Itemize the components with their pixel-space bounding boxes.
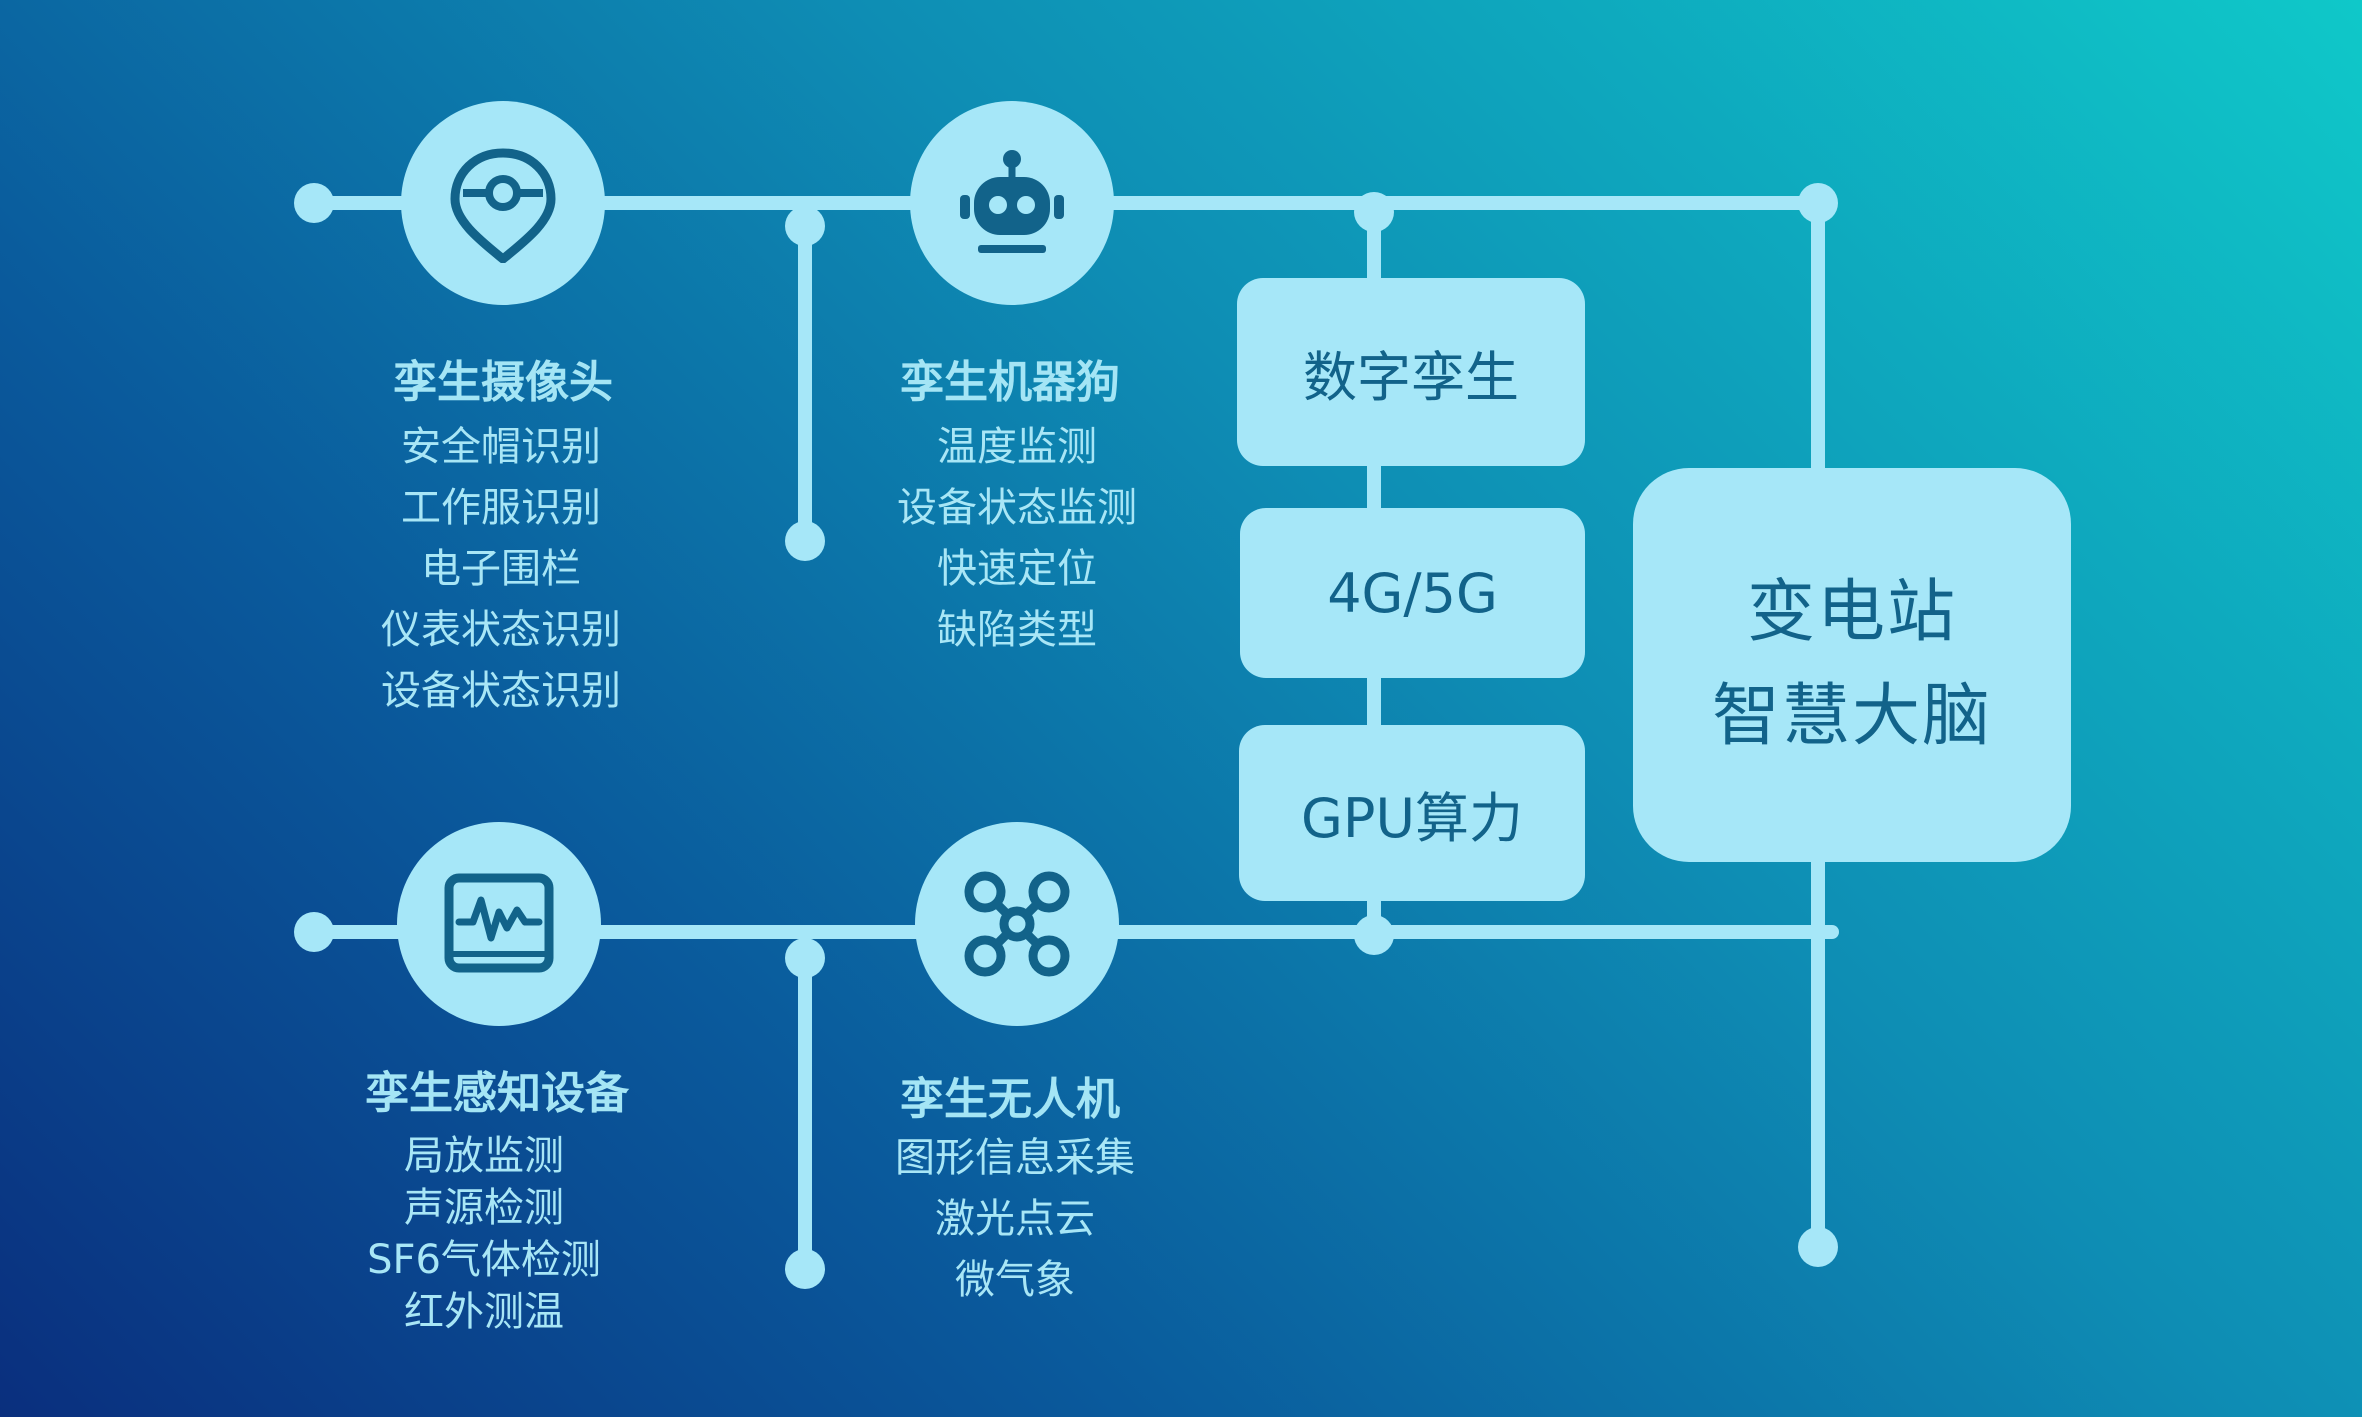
gpu-compute-box: GPU算力	[1239, 725, 1585, 901]
digital-twin-box: 数字孪生	[1237, 278, 1585, 466]
list-item: 设备状态识别	[381, 668, 621, 714]
sensor-title: 孪生感知设备	[365, 1068, 629, 1119]
drone-node	[915, 822, 1119, 1026]
bottom-left-end-dot	[294, 912, 334, 952]
list-item: 工作服识别	[401, 485, 601, 531]
list-item: 激光点云	[935, 1196, 1095, 1242]
top-branch-end-dot	[785, 521, 825, 561]
top-stack-joint	[1354, 192, 1394, 232]
camera-feature-list: 安全帽识别 工作服识别 电子围栏 仪表状态识别 设备状态识别	[381, 417, 621, 722]
list-item: 红外测温	[403, 1289, 564, 1335]
robot-dog-feature-list: 温度监测 设备状态监测 快速定位 缺陷类型	[897, 417, 1137, 661]
digital-twin-label: 数字孪生	[1303, 345, 1519, 409]
drone-feature-list: 图形信息采集 激光点云 微气象	[895, 1128, 1135, 1311]
list-item: 图形信息采集	[895, 1135, 1135, 1181]
list-item: 仪表状态识别	[381, 607, 621, 653]
camera-title: 孪生摄像头	[393, 357, 613, 408]
list-item: 快速定位	[937, 546, 1097, 592]
drone-icon	[964, 871, 1070, 977]
list-item: 声源检测	[403, 1185, 564, 1231]
list-item: 缺陷类型	[937, 607, 1097, 653]
list-item: 温度监测	[937, 424, 1097, 470]
top-branch-joint	[785, 206, 825, 246]
list-item: 设备状态监测	[897, 485, 1137, 531]
list-item: 局放监测	[403, 1133, 564, 1179]
network-label: 4G/5G	[1327, 561, 1498, 625]
gpu-compute-label: GPU算力	[1301, 786, 1523, 850]
list-item: 安全帽识别	[401, 424, 601, 470]
network-box: 4G/5G	[1240, 508, 1585, 678]
top-right-corner-dot	[1798, 183, 1838, 223]
bottom-stack-joint	[1354, 915, 1394, 955]
robot-icon	[960, 150, 1064, 253]
camera-node	[401, 101, 605, 305]
location-pin-icon	[450, 148, 556, 263]
bottom-branch-joint	[785, 938, 825, 978]
brain-title-line2: 智慧大脑	[1711, 677, 1992, 756]
bottom-branch-end-dot	[785, 1249, 825, 1289]
sensor-feature-list: 局放监测 声源检测 SF6气体检测 红外测温	[367, 1130, 601, 1338]
list-item: 电子围栏	[421, 546, 581, 592]
list-item: SF6气体检测	[367, 1237, 601, 1283]
smart-brain-box: 变电站 智慧大脑	[1633, 468, 2071, 862]
list-item: 微气象	[955, 1257, 1075, 1303]
sensor-node	[397, 822, 601, 1026]
waveform-monitor-icon	[444, 873, 554, 973]
top-left-end-dot	[294, 183, 334, 223]
robot-dog-title: 孪生机器狗	[900, 357, 1120, 408]
robot-dog-node	[910, 101, 1114, 305]
right-end-dot	[1798, 1227, 1838, 1267]
drone-title: 孪生无人机	[900, 1074, 1120, 1125]
brain-title-line1: 变电站	[1746, 573, 1957, 652]
